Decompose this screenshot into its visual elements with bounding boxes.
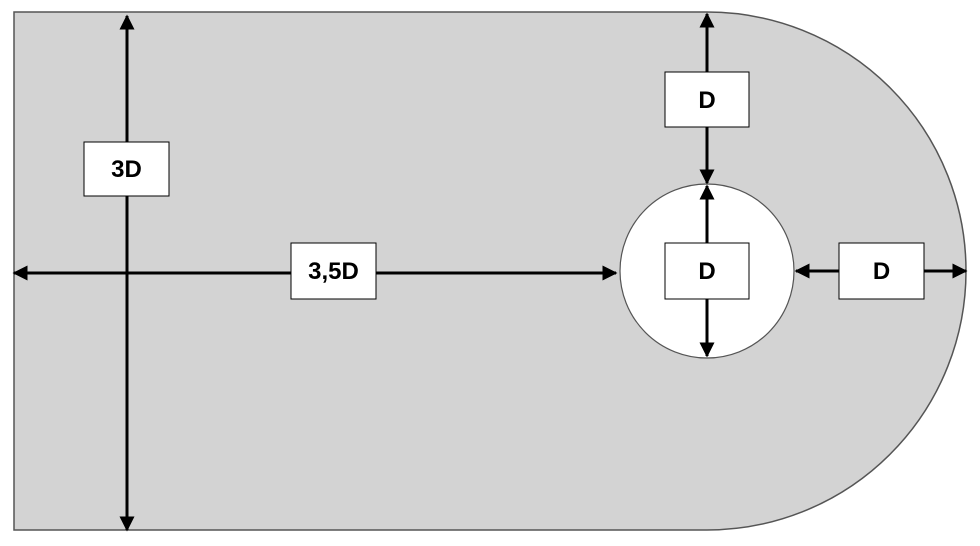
hole-diameter-label-box: D [664,242,750,300]
edge-top-label: D [698,87,715,114]
hole-offset-label-box: 3,5D [290,242,377,300]
edge-right-label-box: D [838,242,925,300]
edge-top-label-box: D [664,71,750,128]
height-label-box: 3D [83,141,170,197]
hole-diameter-label: D [698,258,715,285]
height-label: 3D [111,156,142,183]
hole-offset-label: 3,5D [308,258,359,285]
edge-right-label: D [873,258,890,285]
